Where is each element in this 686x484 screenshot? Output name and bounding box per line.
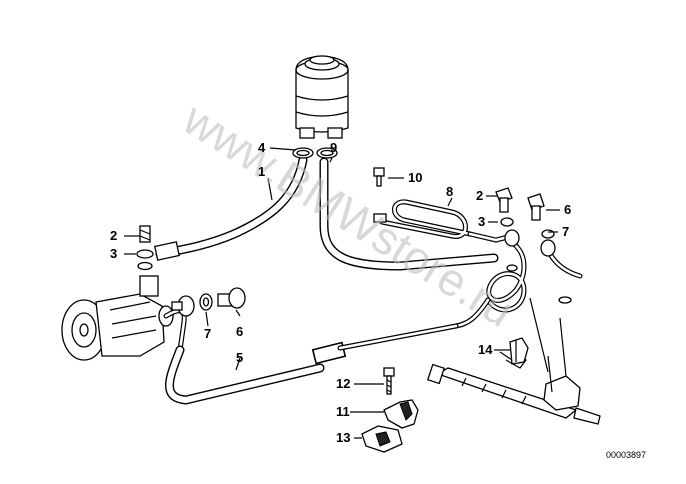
pressure-line-coil	[453, 241, 583, 329]
diagram-code: 00003897	[606, 450, 646, 460]
sealing-washer	[199, 293, 213, 311]
callout-7-right: 7	[562, 224, 569, 239]
sealing-washer	[541, 229, 572, 304]
banjo-bolt	[217, 287, 246, 309]
leader-lines	[124, 147, 560, 439]
hose-bracket	[383, 399, 419, 429]
return-hose	[319, 157, 499, 271]
callout-14: 14	[478, 342, 493, 357]
sealing-washer	[136, 249, 154, 271]
callout-2: 2	[110, 228, 117, 243]
suction-hose	[154, 155, 308, 261]
callout-6: 6	[236, 324, 243, 339]
callouts: 1 2 3 4 5 6 7 8 9 10 2 3 6 7 11 12 13 14	[110, 140, 571, 445]
banjo-bolt	[495, 187, 513, 213]
callout-1: 1	[258, 164, 265, 179]
callout-9: 9	[330, 140, 337, 155]
callout-3-right: 3	[478, 214, 485, 229]
screw	[373, 167, 385, 187]
power-steering-pump	[61, 275, 174, 361]
banjo-fitting	[540, 239, 556, 257]
callout-5: 5	[236, 350, 243, 365]
fluid-reservoir	[295, 55, 349, 139]
hose-clamp	[292, 147, 314, 159]
sealing-washer	[500, 217, 518, 272]
pressure-hose	[163, 308, 459, 405]
banjo-fitting	[504, 229, 520, 247]
hose-clamp	[316, 147, 338, 159]
hose-clamp-plate	[361, 425, 403, 453]
banjo-fitting	[171, 295, 195, 317]
callout-8: 8	[446, 184, 453, 199]
callout-6-right: 6	[564, 202, 571, 217]
steering-rack	[427, 297, 601, 425]
callout-10: 10	[408, 170, 422, 185]
callout-13: 13	[336, 430, 350, 445]
callout-4: 4	[258, 140, 266, 155]
callout-3: 3	[110, 246, 117, 261]
hose-holder	[509, 337, 529, 365]
banjo-bolt	[139, 225, 151, 243]
callout-2-right: 2	[476, 188, 483, 203]
callout-11: 11	[336, 404, 350, 419]
screw	[383, 367, 395, 395]
callout-7: 7	[204, 326, 211, 341]
callout-12: 12	[336, 376, 350, 391]
banjo-bolt	[527, 193, 545, 221]
